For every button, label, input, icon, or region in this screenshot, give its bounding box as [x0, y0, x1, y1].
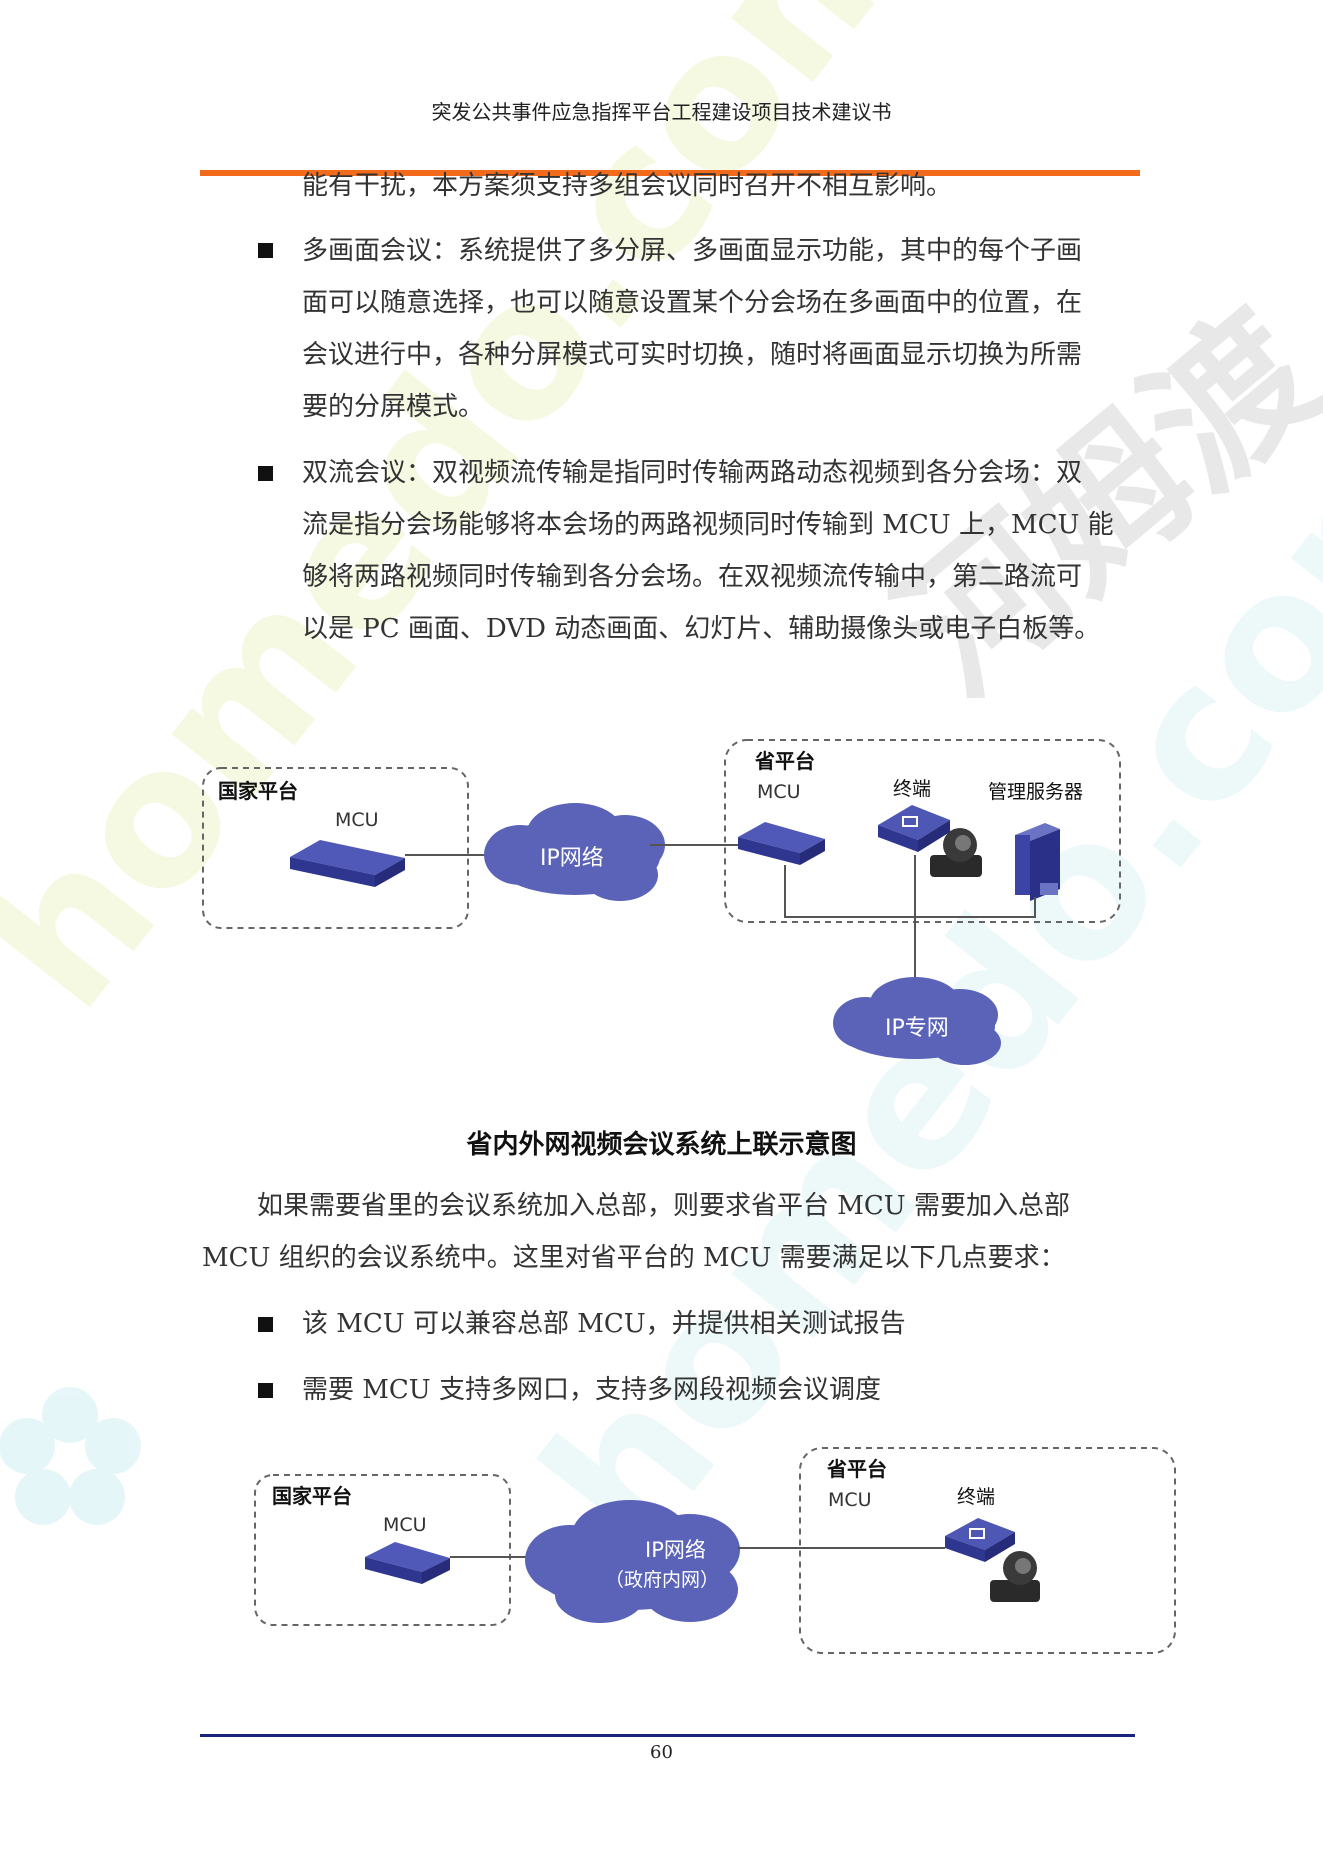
bullet-text-multiport: 需要 MCU 支持多网口，支持多网段视频会议调度: [302, 1375, 881, 1405]
national-platform-label: 国家平台: [272, 1484, 352, 1508]
page-number: 60: [650, 1742, 673, 1763]
ip-network-cloud: [525, 1500, 740, 1623]
text-line: 以是 PC 画面、DVD 动态画面、幻灯片、辅助摄像头或电子白板等。: [302, 614, 1101, 644]
bullet-square-icon: [258, 1317, 273, 1332]
national-mcu-label: MCU: [335, 809, 379, 831]
ip-private-network-label: IP专网: [885, 1016, 949, 1041]
mcu-device-icon: [290, 840, 405, 887]
bullet-square-icon: [258, 243, 273, 258]
mcu-device-icon: [738, 822, 825, 865]
paragraph-requirements: 如果需要省里的会议系统加入总部，则要求省平台 MCU 需要加入总部 MCU 组织…: [202, 1180, 1132, 1284]
province-platform-box: [724, 739, 1121, 923]
national-platform-label: 国家平台: [218, 779, 298, 803]
text-line: 双流会议：双视频流传输是指同时传输两路动态视频到各分会场：双: [302, 458, 1083, 488]
footer-divider: [200, 1734, 1135, 1737]
terminal-switch-icon: [878, 805, 950, 852]
ip-network-cloud: [484, 803, 665, 901]
diagram-network-2: 国家平台 MCU IP网络 （政府内网） 省平台 MCU 终端: [254, 1447, 1176, 1654]
province-platform-label: 省平台: [826, 1457, 887, 1481]
mcu-device-icon: [365, 1542, 450, 1584]
page-header-title: 突发公共事件应急指挥平台工程建设项目技术建议书: [431, 100, 892, 124]
text-line: 够将两路视频同时传输到各分会场。在双视频流传输中，第二路流可: [302, 562, 1083, 592]
bullet-text-multiscreen: 多画面会议：系统提供了多分屏、多画面显示功能，其中的每个子画 面可以随意选择，也…: [302, 225, 1082, 433]
text-line: 多画面会议：系统提供了多分屏、多画面显示功能，其中的每个子画: [302, 236, 1083, 266]
text-line: 要的分屏模式。: [302, 392, 485, 422]
terminal-label: 终端: [957, 1486, 995, 1508]
ip-network-label: IP网络: [645, 1538, 706, 1562]
figure-caption: 省内外网视频会议系统上联示意图: [466, 1130, 857, 1160]
bullet-text-compat: 该 MCU 可以兼容总部 MCU，并提供相关测试报告: [302, 1309, 906, 1339]
camera-icon: [990, 1551, 1040, 1602]
text-line: 会议进行中，各种分屏模式可实时切换，随时将画面显示切换为所需: [302, 340, 1083, 370]
ip-private-network-cloud: [833, 977, 1001, 1065]
ip-network-sublabel: （政府内网）: [605, 1569, 719, 1591]
camera-icon: [930, 828, 982, 877]
text-line: 流是指分会场能够将本会场的两路视频同时传输到 MCU 上，MCU 能: [302, 510, 1114, 540]
terminal-switch-icon: [945, 1518, 1015, 1562]
header-divider: [200, 170, 1140, 176]
text-line: 面可以随意选择，也可以随意设置某个分会场在多画面中的位置，在: [302, 288, 1083, 318]
national-platform-box: [254, 1474, 511, 1626]
bullet-text-dualstream: 双流会议：双视频流传输是指同时传输两路动态视频到各分会场：双 流是指分会场能够将…: [302, 447, 1114, 655]
text-line: 如果需要省里的会议系统加入总部，则要求省平台 MCU 需要加入总部: [257, 1191, 1070, 1221]
continued-line: 能有干扰，本方案须支持多组会议同时召开不相互影响。: [302, 171, 953, 201]
national-mcu-label: MCU: [383, 1514, 427, 1536]
national-platform-box: [202, 767, 469, 929]
server-icon: [1015, 823, 1060, 901]
text-line: MCU 组织的会议系统中。这里对省平台的 MCU 需要满足以下几点要求：: [202, 1243, 1066, 1273]
province-platform-box: [799, 1447, 1176, 1654]
province-mcu-label: MCU: [828, 1489, 872, 1511]
terminal-label: 终端: [893, 778, 931, 800]
province-platform-label: 省平台: [754, 749, 815, 773]
diagram-network-1: 国家平台 MCU IP网络 省平台 MCU 终端 管理服务器: [202, 739, 1121, 1065]
bullet-square-icon: [258, 1383, 273, 1398]
server-label: 管理服务器: [988, 781, 1083, 803]
bullet-square-icon: [258, 466, 273, 481]
province-mcu-label: MCU: [757, 781, 801, 803]
ip-network-label: IP网络: [540, 846, 604, 871]
